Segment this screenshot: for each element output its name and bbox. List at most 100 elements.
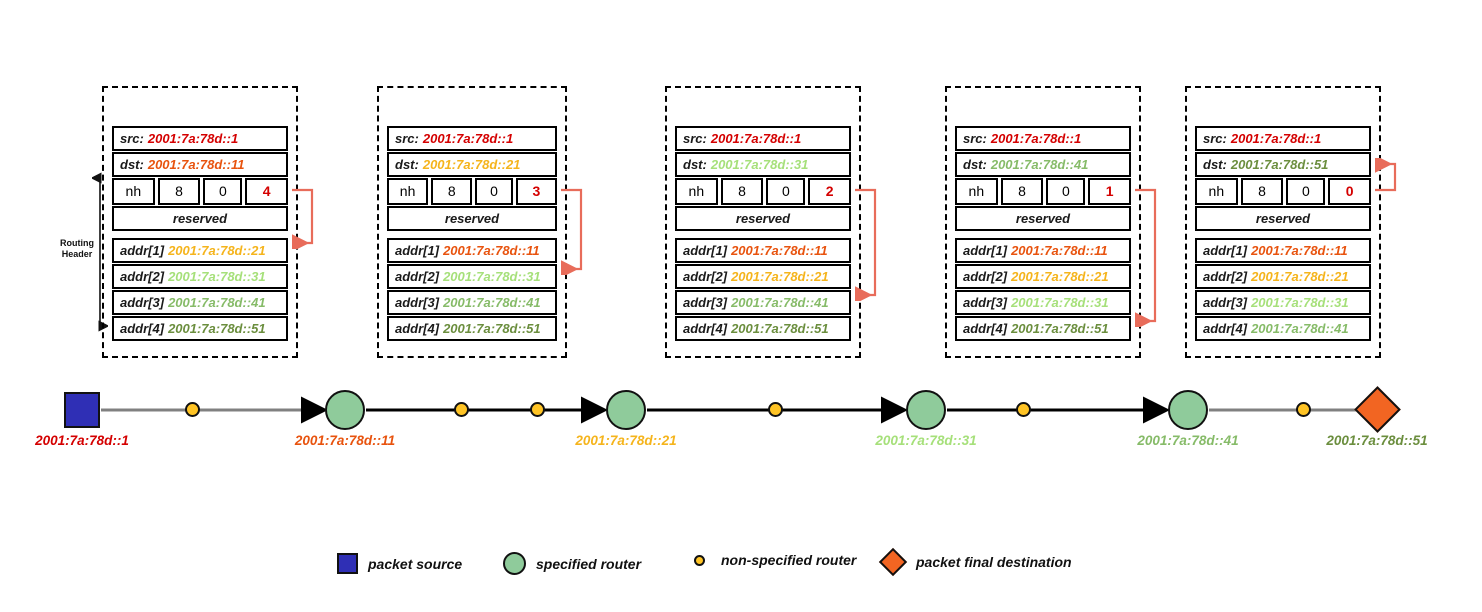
src-field-value: 2001:7a:78d::1: [1230, 131, 1322, 146]
address-field-3-value: 2001:7a:78d::41: [168, 295, 266, 310]
address-field-4-value: 2001:7a:78d::51: [1011, 321, 1109, 336]
routing-type-field: 0: [1286, 178, 1326, 205]
src-field-label: src:: [963, 131, 987, 146]
routing-header-label-line1: Routing: [60, 238, 94, 248]
next-header-field: nh: [675, 178, 718, 205]
node-specified-router[interactable]: [606, 390, 646, 430]
dst-field-label: dst:: [395, 157, 419, 172]
address-field-4-label: addr[4]: [963, 321, 1008, 336]
address-field-2-value: 2001:7a:78d::21: [731, 269, 829, 284]
next-header-field: nh: [387, 178, 429, 205]
address-field-4-value: 2001:7a:78d::51: [731, 321, 829, 336]
node-non-specified-router[interactable]: [530, 402, 545, 417]
dst-field-label: dst:: [1203, 157, 1227, 172]
node-address-label: 2001:7a:78d::1: [35, 433, 129, 448]
address-field-4-label: addr[4]: [1203, 321, 1248, 336]
node-specified-router[interactable]: [325, 390, 365, 430]
address-field-3: addr[3]2001:7a:78d::41: [387, 290, 557, 315]
next-header-field: nh: [955, 178, 998, 205]
address-field-3-label: addr[3]: [120, 295, 165, 310]
address-field-2-label: addr[2]: [1203, 269, 1248, 284]
legend-label-packet-final-destination: packet final destination: [916, 554, 1072, 570]
address-field-3: addr[3]2001:7a:78d::41: [675, 290, 851, 315]
src-field: src:2001:7a:78d::1: [955, 126, 1131, 151]
address-field-4: addr[4]2001:7a:78d::41: [1195, 316, 1371, 341]
address-field-4-value: 2001:7a:78d::51: [443, 321, 541, 336]
address-field-2-label: addr[2]: [963, 269, 1008, 284]
legend-label-non-specified-router: non-specified router: [721, 552, 857, 568]
legend-item-packet-final-destination: packet final destination: [878, 547, 1072, 577]
address-field-2-label: addr[2]: [683, 269, 728, 284]
address-field-2: addr[2]2001:7a:78d::21: [955, 264, 1131, 289]
address-field-1-label: addr[1]: [395, 243, 440, 258]
address-field-1: addr[1]2001:7a:78d::11: [955, 238, 1131, 263]
routing-header-label: Routing Header: [48, 238, 106, 260]
node-address-label: 2001:7a:78d::11: [294, 433, 396, 448]
dst-field: dst:2001:7a:78d::51: [1195, 152, 1371, 177]
node-packet-source[interactable]: [64, 392, 100, 428]
node-non-specified-router[interactable]: [454, 402, 469, 417]
hdr-ext-len-field: 8: [1240, 178, 1284, 205]
node-non-specified-router[interactable]: [768, 402, 783, 417]
dst-field: dst:2001:7a:78d::41: [955, 152, 1131, 177]
segments-left-field: 2: [808, 178, 851, 205]
dst-field-value: 2001:7a:78d::21: [422, 157, 521, 172]
dst-field: dst:2001:7a:78d::21: [387, 152, 557, 177]
reserved-field: reserved: [112, 206, 288, 231]
dst-field-value: 2001:7a:78d::31: [710, 157, 809, 172]
legend-item-packet-source: packet source: [337, 553, 462, 574]
legend: packet source specified router non-speci…: [0, 545, 1482, 590]
address-field-1-label: addr[1]: [963, 243, 1008, 258]
src-field: src:2001:7a:78d::1: [675, 126, 851, 151]
routing-header-label-line2: Header: [61, 249, 93, 259]
node-specified-router[interactable]: [1168, 390, 1208, 430]
segments-left-field: 1: [1088, 178, 1131, 205]
dst-field-value: 2001:7a:78d::11: [147, 157, 245, 172]
address-field-4-label: addr[4]: [120, 321, 165, 336]
address-field-4: addr[4]2001:7a:78d::51: [387, 316, 557, 341]
dst-field-label: dst:: [963, 157, 987, 172]
address-field-3: addr[3]2001:7a:78d::31: [955, 290, 1131, 315]
src-field-label: src:: [1203, 131, 1227, 146]
src-field-label: src:: [683, 131, 707, 146]
node-address-label: 2001:7a:78d::41: [1137, 433, 1239, 448]
address-field-2: addr[2]2001:7a:78d::31: [112, 264, 288, 289]
node-non-specified-router[interactable]: [185, 402, 200, 417]
segments-left-field: 0: [1328, 178, 1371, 205]
routing-type-field: 0: [475, 178, 513, 205]
node-address-label: 2001:7a:78d::31: [875, 433, 977, 448]
address-field-2-value: 2001:7a:78d::31: [443, 269, 541, 284]
node-specified-router[interactable]: [906, 390, 946, 430]
address-field-1-value: 2001:7a:78d::11: [443, 243, 540, 258]
dst-field-label: dst:: [683, 157, 707, 172]
node-address-label: 2001:7a:78d::51: [1326, 433, 1428, 448]
address-field-1-label: addr[1]: [1203, 243, 1248, 258]
node-non-specified-router[interactable]: [1016, 402, 1031, 417]
legend-item-specified-router: specified router: [503, 552, 641, 575]
node-non-specified-router[interactable]: [1296, 402, 1311, 417]
address-field-2-label: addr[2]: [395, 269, 440, 284]
address-field-4-value: 2001:7a:78d::41: [1251, 321, 1349, 336]
topology-links: [101, 396, 1360, 424]
square-icon: [337, 553, 358, 574]
address-field-3: addr[3]2001:7a:78d::41: [112, 290, 288, 315]
address-field-4-label: addr[4]: [395, 321, 440, 336]
address-field-2-value: 2001:7a:78d::31: [168, 269, 266, 284]
address-field-4-label: addr[4]: [683, 321, 728, 336]
address-field-2-label: addr[2]: [120, 269, 165, 284]
legend-label-packet-source: packet source: [368, 555, 463, 572]
address-field-1-value: 2001:7a:78d::11: [731, 243, 828, 258]
address-field-2: addr[2]2001:7a:78d::31: [387, 264, 557, 289]
next-header-field: nh: [1195, 178, 1238, 205]
circle-icon: [503, 552, 526, 575]
